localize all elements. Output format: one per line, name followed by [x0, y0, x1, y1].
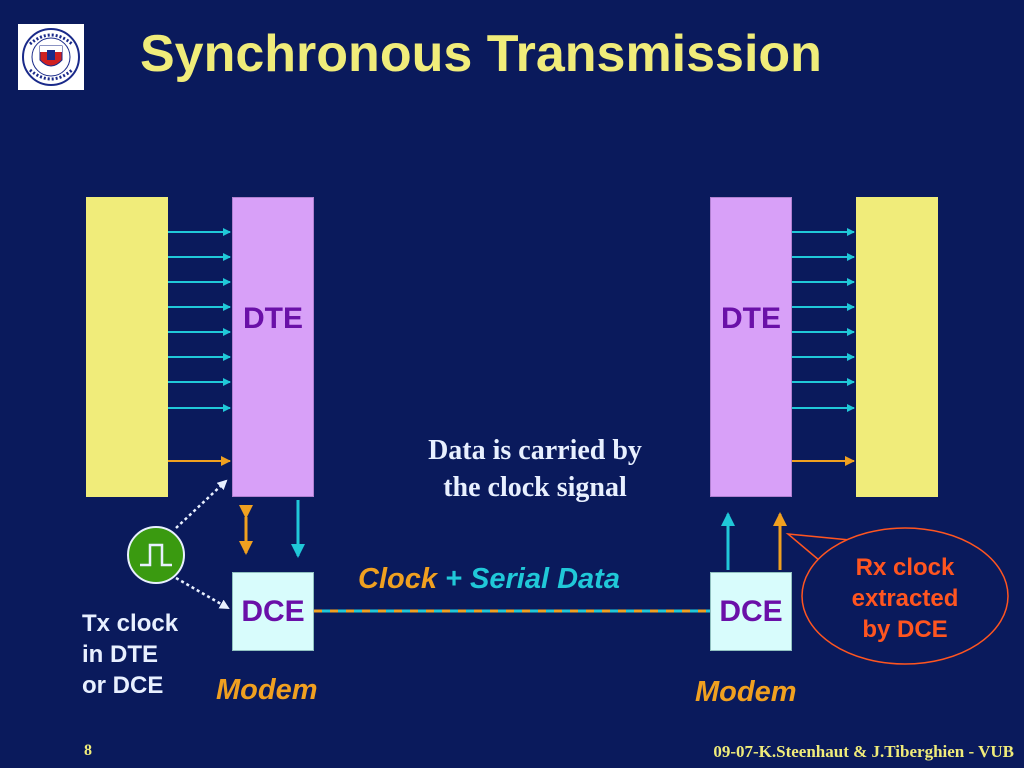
clock-carries-data-note: Data is carried by the clock signal [380, 432, 690, 506]
note-line-2: the clock signal [443, 472, 627, 503]
page-number: 8 [84, 742, 92, 759]
link-label-serial-data: + Serial Data [436, 563, 620, 595]
tx-clock-label: Tx clock in DTE or DCE [82, 608, 178, 701]
left-dte-box: DTE [232, 197, 314, 497]
tx-line-2: in DTE [82, 641, 158, 668]
slide-title: Synchronous Transmission [140, 25, 822, 83]
tx-line-1: Tx clock [82, 610, 179, 637]
rx-clock-callout-shape [785, 527, 1009, 665]
right-parallel-data-arrows [792, 228, 855, 466]
note-line-1: Data is carried by [428, 435, 642, 466]
rx-clock-callout-text: Rx clock extracted by DCE [820, 552, 990, 645]
right-dce-dte-links [721, 512, 787, 570]
left-modem-label: Modem [216, 674, 318, 706]
square-wave-clock-icon [127, 526, 185, 584]
right-modem-label: Modem [695, 676, 797, 708]
right-dce-box: DCE [710, 572, 792, 651]
left-parallel-source-block [86, 197, 168, 497]
link-label-clock: Clock [358, 563, 437, 595]
right-dte-box: DTE [710, 197, 792, 497]
rx-line-3: by DCE [862, 616, 948, 643]
left-dte-dce-links [239, 500, 305, 558]
left-dce-box: DCE [232, 572, 314, 651]
link-label: Clock + Serial Data [358, 563, 620, 596]
right-dte-label: DTE [721, 302, 781, 335]
left-parallel-data-arrows [168, 228, 231, 466]
left-dce-label: DCE [241, 595, 305, 628]
footer-credit: 09-07-K.Steenhaut & J.Tiberghien - VUB [713, 742, 1014, 761]
tx-line-3: or DCE [82, 672, 164, 699]
tx-clock-dotted-arrows [175, 479, 230, 610]
university-logo [18, 24, 84, 90]
left-dte-label: DTE [243, 302, 303, 335]
rx-line-2: extracted [851, 585, 959, 612]
university-seal-icon [22, 28, 80, 86]
rx-line-1: Rx clock [855, 554, 955, 581]
right-dce-label: DCE [719, 595, 783, 628]
right-parallel-sink-block [856, 197, 938, 497]
